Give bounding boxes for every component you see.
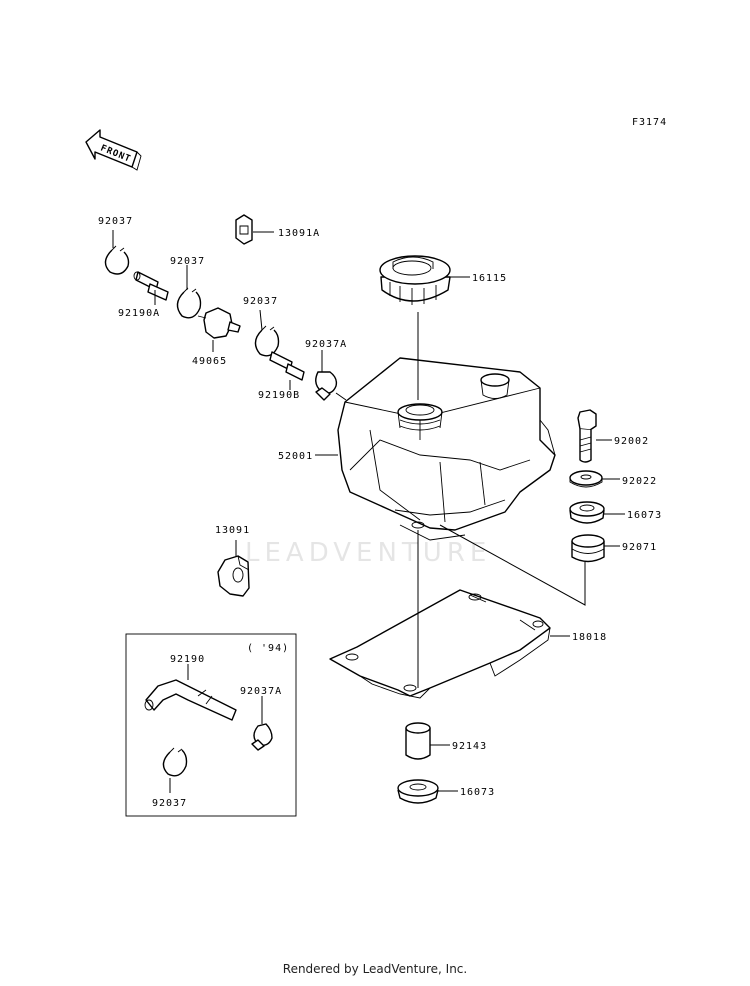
callout-92071: 92071 bbox=[622, 542, 657, 553]
figure-code: F3174 bbox=[632, 117, 667, 128]
inset-box-94 bbox=[125, 633, 297, 817]
grommet-92071 bbox=[571, 534, 605, 563]
callout-92037-c: 92037 bbox=[243, 296, 278, 307]
callout-16073-right: 16073 bbox=[627, 510, 662, 521]
watermark: LEADVENTURE bbox=[245, 538, 492, 568]
clamp-92037A bbox=[315, 371, 338, 401]
damper-13091 bbox=[217, 555, 250, 597]
callout-52001: 52001 bbox=[278, 451, 313, 462]
clamp-92037-c bbox=[254, 325, 280, 357]
leader-lines bbox=[112, 230, 625, 792]
clamp-92037-a bbox=[104, 245, 130, 275]
callout-92190B: 92190B bbox=[258, 390, 300, 401]
damper-16073-right bbox=[569, 501, 605, 524]
callout-13091A: 13091A bbox=[278, 228, 320, 239]
hose-92190A bbox=[133, 271, 169, 301]
bolt-92002 bbox=[577, 409, 597, 463]
callout-92143: 92143 bbox=[452, 741, 487, 752]
tank-tray-18018 bbox=[329, 589, 551, 699]
callout-92037-inset: 92037 bbox=[152, 798, 187, 809]
callout-16115: 16115 bbox=[472, 273, 507, 284]
damper-16073-bottom bbox=[397, 779, 439, 804]
callout-49065: 49065 bbox=[192, 356, 227, 367]
clamp-92037-b bbox=[176, 287, 202, 319]
front-arrow-icon: FRONT bbox=[85, 129, 142, 171]
footer-credit: Rendered by LeadVenture, Inc. bbox=[282, 962, 468, 976]
callout-92037A-inset: 92037A bbox=[240, 686, 282, 697]
callout-16073-bottom: 16073 bbox=[460, 787, 495, 798]
callout-18018: 18018 bbox=[572, 632, 607, 643]
fuel-tank-52001 bbox=[337, 357, 556, 541]
callout-92037-b: 92037 bbox=[170, 256, 205, 267]
callout-92022: 92022 bbox=[622, 476, 657, 487]
collar-92143 bbox=[405, 722, 431, 760]
fuel-cap-16115 bbox=[379, 255, 451, 305]
clip-13091A bbox=[235, 214, 253, 245]
inset-note: ( '94) bbox=[247, 643, 289, 654]
washer-92022 bbox=[569, 470, 603, 488]
callout-92037-a: 92037 bbox=[98, 216, 133, 227]
callout-92190A: 92190A bbox=[118, 308, 160, 319]
callout-13091: 13091 bbox=[215, 525, 250, 536]
hose-92190B bbox=[269, 351, 305, 381]
callout-92037A: 92037A bbox=[305, 339, 347, 350]
fuel-filter-49065 bbox=[197, 307, 241, 339]
callout-92002: 92002 bbox=[614, 436, 649, 447]
callout-92190: 92190 bbox=[170, 654, 205, 665]
